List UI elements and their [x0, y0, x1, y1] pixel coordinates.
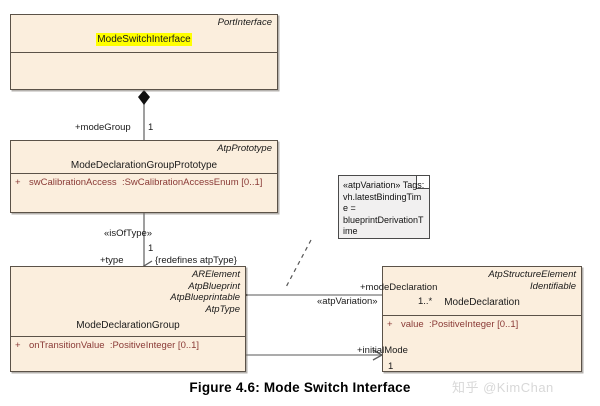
class-header-mode-declaration-group: ARElement AtpBlueprint AtpBlueprintable … — [11, 267, 245, 337]
class-attributes-mode-declaration-group-prototype: + swCalibrationAccess :SwCalibrationAcces… — [11, 174, 277, 193]
class-name: ModeDeclaration — [444, 297, 520, 308]
class-stereotype: AtpBlueprint — [188, 280, 240, 292]
class-name-wrap: ModeDeclarationGroup — [16, 315, 240, 333]
attribute-name: value — [401, 319, 424, 330]
attribute-row: + value :PositiveInteger [0..1] — [387, 319, 577, 331]
class-stereotype: PortInterface — [217, 17, 272, 28]
edge-label-initial-mode-role: +initialMode — [357, 345, 408, 356]
edge-label-is-of-type-constraint: {redefines atpType} — [155, 255, 237, 266]
attribute-row: + swCalibrationAccess :SwCalibrationAcces… — [15, 177, 273, 189]
class-header-mode-declaration: AtpStructureElement Identifiable ModeDec… — [383, 267, 581, 316]
edge-label-is-of-type-multiplicity: 1 — [148, 243, 154, 254]
class-attributes-mode-declaration-group: + onTransitionValue :PositiveInteger [0..… — [11, 337, 245, 356]
attribute-visibility: + — [15, 177, 21, 188]
class-name-wrap: ModeDeclaration — [388, 292, 576, 310]
attribute-name: swCalibrationAccess — [29, 177, 117, 188]
class-stereotype: AtpStructureElement — [488, 269, 576, 280]
connector-note-anchor — [284, 239, 312, 290]
class-name: ModeDeclarationGroup — [76, 320, 180, 331]
class-box-mode-declaration[interactable]: AtpStructureElement Identifiable ModeDec… — [382, 266, 582, 372]
class-header-mode-declaration-group-prototype: AtpPrototype ModeDeclarationGroupPrototy… — [11, 141, 277, 174]
edge-label-is-of-type-stereotype: «isOfType» — [104, 228, 153, 239]
edge-label-mode-group-role: +modeGroup — [75, 122, 131, 133]
edge-label-mode-declaration-role: +modeDeclaration — [360, 282, 438, 293]
class-header-mode-switch-interface: PortInterface ModeSwitchInterface — [11, 15, 277, 53]
class-stereotype: ARElement — [191, 269, 240, 280]
attribute-visibility: + — [387, 319, 393, 330]
class-stereotype: AtpType — [205, 303, 240, 315]
attribute-row: + onTransitionValue :PositiveInteger [0..… — [15, 340, 241, 352]
edge-label-mode-declaration-multiplicity: 1..* — [418, 296, 433, 307]
class-box-mode-declaration-group-prototype[interactable]: AtpPrototype ModeDeclarationGroupPrototy… — [10, 140, 278, 213]
class-stereotype: AtpBlueprintable — [170, 292, 240, 303]
note-fold-icon — [416, 176, 429, 189]
edge-label-mode-declaration-stereotype: «atpVariation» — [317, 296, 378, 307]
attribute-name: onTransitionValue — [29, 340, 105, 351]
class-name: ModeDeclarationGroupPrototype — [70, 159, 218, 171]
class-name-wrap: ModeSwitchInterface — [16, 29, 272, 47]
figure-caption: Figure 4.6: Mode Switch Interface — [189, 380, 411, 395]
class-name-wrap: ModeDeclarationGroupPrototype — [16, 155, 272, 173]
attribute-type: :PositiveInteger [0..1] — [429, 319, 519, 330]
class-name: ModeSwitchInterface — [96, 32, 192, 46]
note-text: «atpVariation» Tags: vh.latestBindingTim… — [343, 180, 425, 236]
attribute-type: :SwCalibrationAccessEnum [0..1] — [121, 177, 263, 188]
composition-diamond-mode-group — [138, 90, 150, 105]
edge-label-mode-group-multiplicity: 1 — [148, 122, 154, 133]
edge-label-is-of-type-role: +type — [100, 255, 124, 266]
class-attributes-mode-declaration: + value :PositiveInteger [0..1] — [383, 316, 581, 335]
attribute-type: :PositiveInteger [0..1] — [109, 340, 200, 351]
class-attributes-mode-switch-interface — [11, 53, 277, 60]
note-box-atp-variation[interactable]: «atpVariation» Tags: vh.latestBindingTim… — [338, 175, 430, 239]
class-stereotype: AtpPrototype — [217, 143, 272, 154]
watermark: 知乎 @KimChan — [452, 380, 554, 395]
attribute-visibility: + — [15, 340, 21, 351]
edge-label-initial-mode-multiplicity: 1 — [388, 361, 394, 372]
class-box-mode-switch-interface[interactable]: PortInterface ModeSwitchInterface — [10, 14, 278, 90]
class-stereotype: Identifiable — [530, 280, 576, 292]
class-box-mode-declaration-group[interactable]: ARElement AtpBlueprint AtpBlueprintable … — [10, 266, 246, 372]
